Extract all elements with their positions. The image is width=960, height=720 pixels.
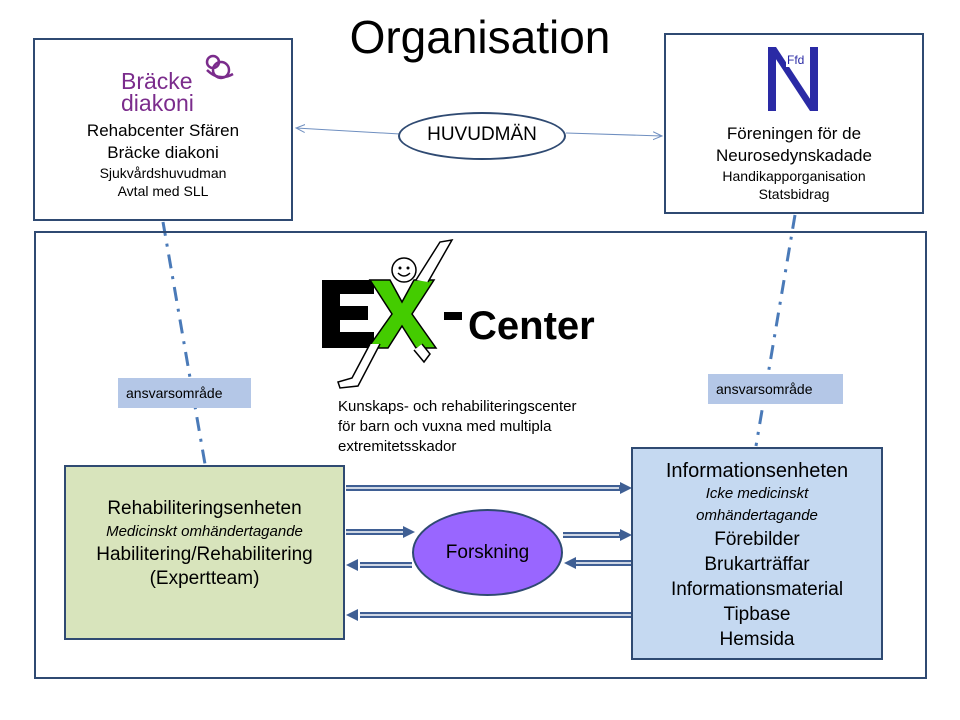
description-line: för barn och vuxna med multipla [338, 418, 552, 435]
huvudman-arrow-left [296, 128, 401, 135]
info-unit-box: Informationsenheten Icke medicinskt omhä… [631, 447, 883, 660]
huvudman-ellipse: HUVUDMÄN [398, 112, 566, 160]
org-name-line2: Bräcke diakoni [107, 143, 219, 162]
org-detail-line1: Sjukvårdshuvudman [99, 165, 227, 181]
ffd-logo-text: Ffd [786, 53, 806, 67]
excenter-frame [34, 231, 927, 679]
rehab-unit-subtitle: Medicinskt omhändertagande [106, 523, 303, 540]
bracke-swirl-icon [205, 54, 234, 80]
org-detail-line2: Statsbidrag [758, 186, 830, 202]
bracke-logo: Bräcke diakoni [35, 40, 291, 120]
info-unit-subtitle: omhändertagande [696, 507, 818, 524]
research-ellipse: Forskning [412, 509, 563, 596]
info-unit-item: Informationsmaterial [670, 579, 844, 600]
ffd-logo: Ffd [666, 35, 922, 123]
responsibility-tag-left: ansvarsområde [118, 378, 251, 408]
description-line: extremitetsskador [338, 438, 457, 455]
excenter-figure-icon [322, 239, 462, 389]
excenter-logo-text: Center [468, 304, 595, 348]
org-box-bracke: Bräcke diakoni Rehabcenter Sfären Bräcke… [33, 38, 293, 221]
info-unit-item: Förebilder [714, 529, 800, 550]
org-name-line1: Föreningen för de [726, 124, 862, 143]
rehab-unit-title: Rehabiliteringsenheten [107, 498, 302, 519]
org-detail-line1: Handikapporganisation [722, 168, 866, 184]
org-detail-line2: Avtal med SLL [117, 183, 209, 199]
info-unit-item: Tipbase [723, 604, 791, 625]
bracke-logo-text: Bräcke diakoni [121, 68, 194, 116]
org-name-line2: Neurosedynskadade [716, 146, 872, 165]
org-box-ffd: Ffd Föreningen för de Neurosedynskadade … [664, 33, 924, 214]
excenter-description: Kunskaps- och rehabiliteringscenter för … [338, 397, 648, 457]
excenter-logo: Center [318, 236, 648, 396]
rehab-unit-box: Rehabiliteringsenheten Medicinskt omhänd… [64, 465, 345, 640]
rehab-unit-line: (Expertteam) [149, 568, 260, 589]
page-title: Organisation [349, 11, 611, 63]
responsibility-line-right [754, 214, 797, 447]
responsibility-line-left [161, 221, 207, 465]
rehab-unit-line: Habilitering/Rehabilitering [96, 544, 313, 565]
description-line: Kunskaps- och rehabiliteringscenter [338, 398, 577, 415]
huvudman-arrow-right [565, 133, 662, 136]
info-unit-item: Hemsida [719, 629, 795, 650]
ffd-n-icon [768, 47, 818, 111]
info-unit-title: Informationsenheten [665, 460, 849, 482]
responsibility-tag-right: ansvarsområde [708, 374, 843, 404]
org-name-line1: Rehabcenter Sfären [86, 121, 240, 140]
info-unit-item: Brukarträffar [704, 554, 810, 575]
info-unit-subtitle: Icke medicinskt [705, 485, 809, 502]
